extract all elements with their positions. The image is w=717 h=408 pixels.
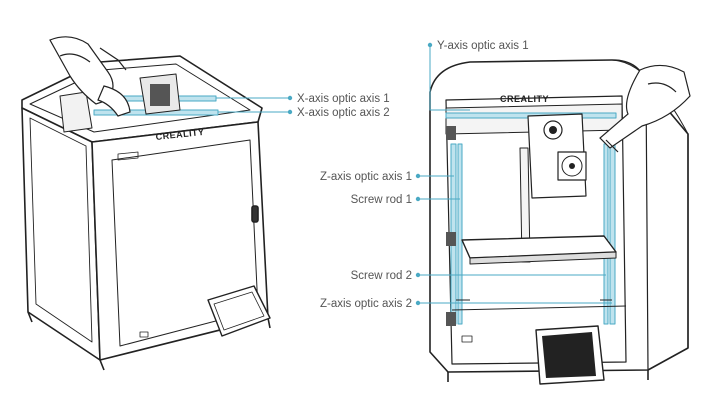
printer-right-inner-frame	[445, 95, 627, 365]
label-x-axis-optic-axis-2: X-axis optic axis 2	[297, 107, 390, 119]
label-y-axis-optic-axis-1: Y-axis optic axis 1	[437, 40, 529, 52]
callout-labels: X-axis optic axis 1 X-axis optic axis 2 …	[297, 40, 529, 310]
label-x-axis-optic-axis-1: X-axis optic axis 1	[297, 93, 390, 105]
screw-rod-1-rod	[457, 143, 463, 325]
label-screw-rod-1: Screw rod 1	[351, 194, 412, 206]
printer-left: CREALITY	[21, 55, 271, 371]
printer-right-brand: CREALITY	[500, 94, 549, 104]
printer-left-touch-screen	[207, 285, 271, 337]
callout-dots	[287, 42, 433, 306]
hand-left-printer	[49, 36, 131, 117]
label-z-axis-optic-axis-2: Z-axis optic axis 2	[320, 298, 412, 310]
leader-y-axis-1	[429, 45, 470, 111]
label-screw-rod-2: Screw rod 2	[351, 270, 412, 282]
label-z-axis-optic-axis-1: Z-axis optic axis 1	[320, 171, 412, 183]
print-head-fan	[557, 151, 587, 181]
z-axis-optic-axis-2-rod	[609, 143, 616, 325]
hand-right-printer	[599, 64, 691, 153]
screw-rod-2-rod	[603, 143, 609, 325]
printer-left-door-handle	[251, 205, 259, 223]
callout-leaders	[216, 45, 612, 304]
